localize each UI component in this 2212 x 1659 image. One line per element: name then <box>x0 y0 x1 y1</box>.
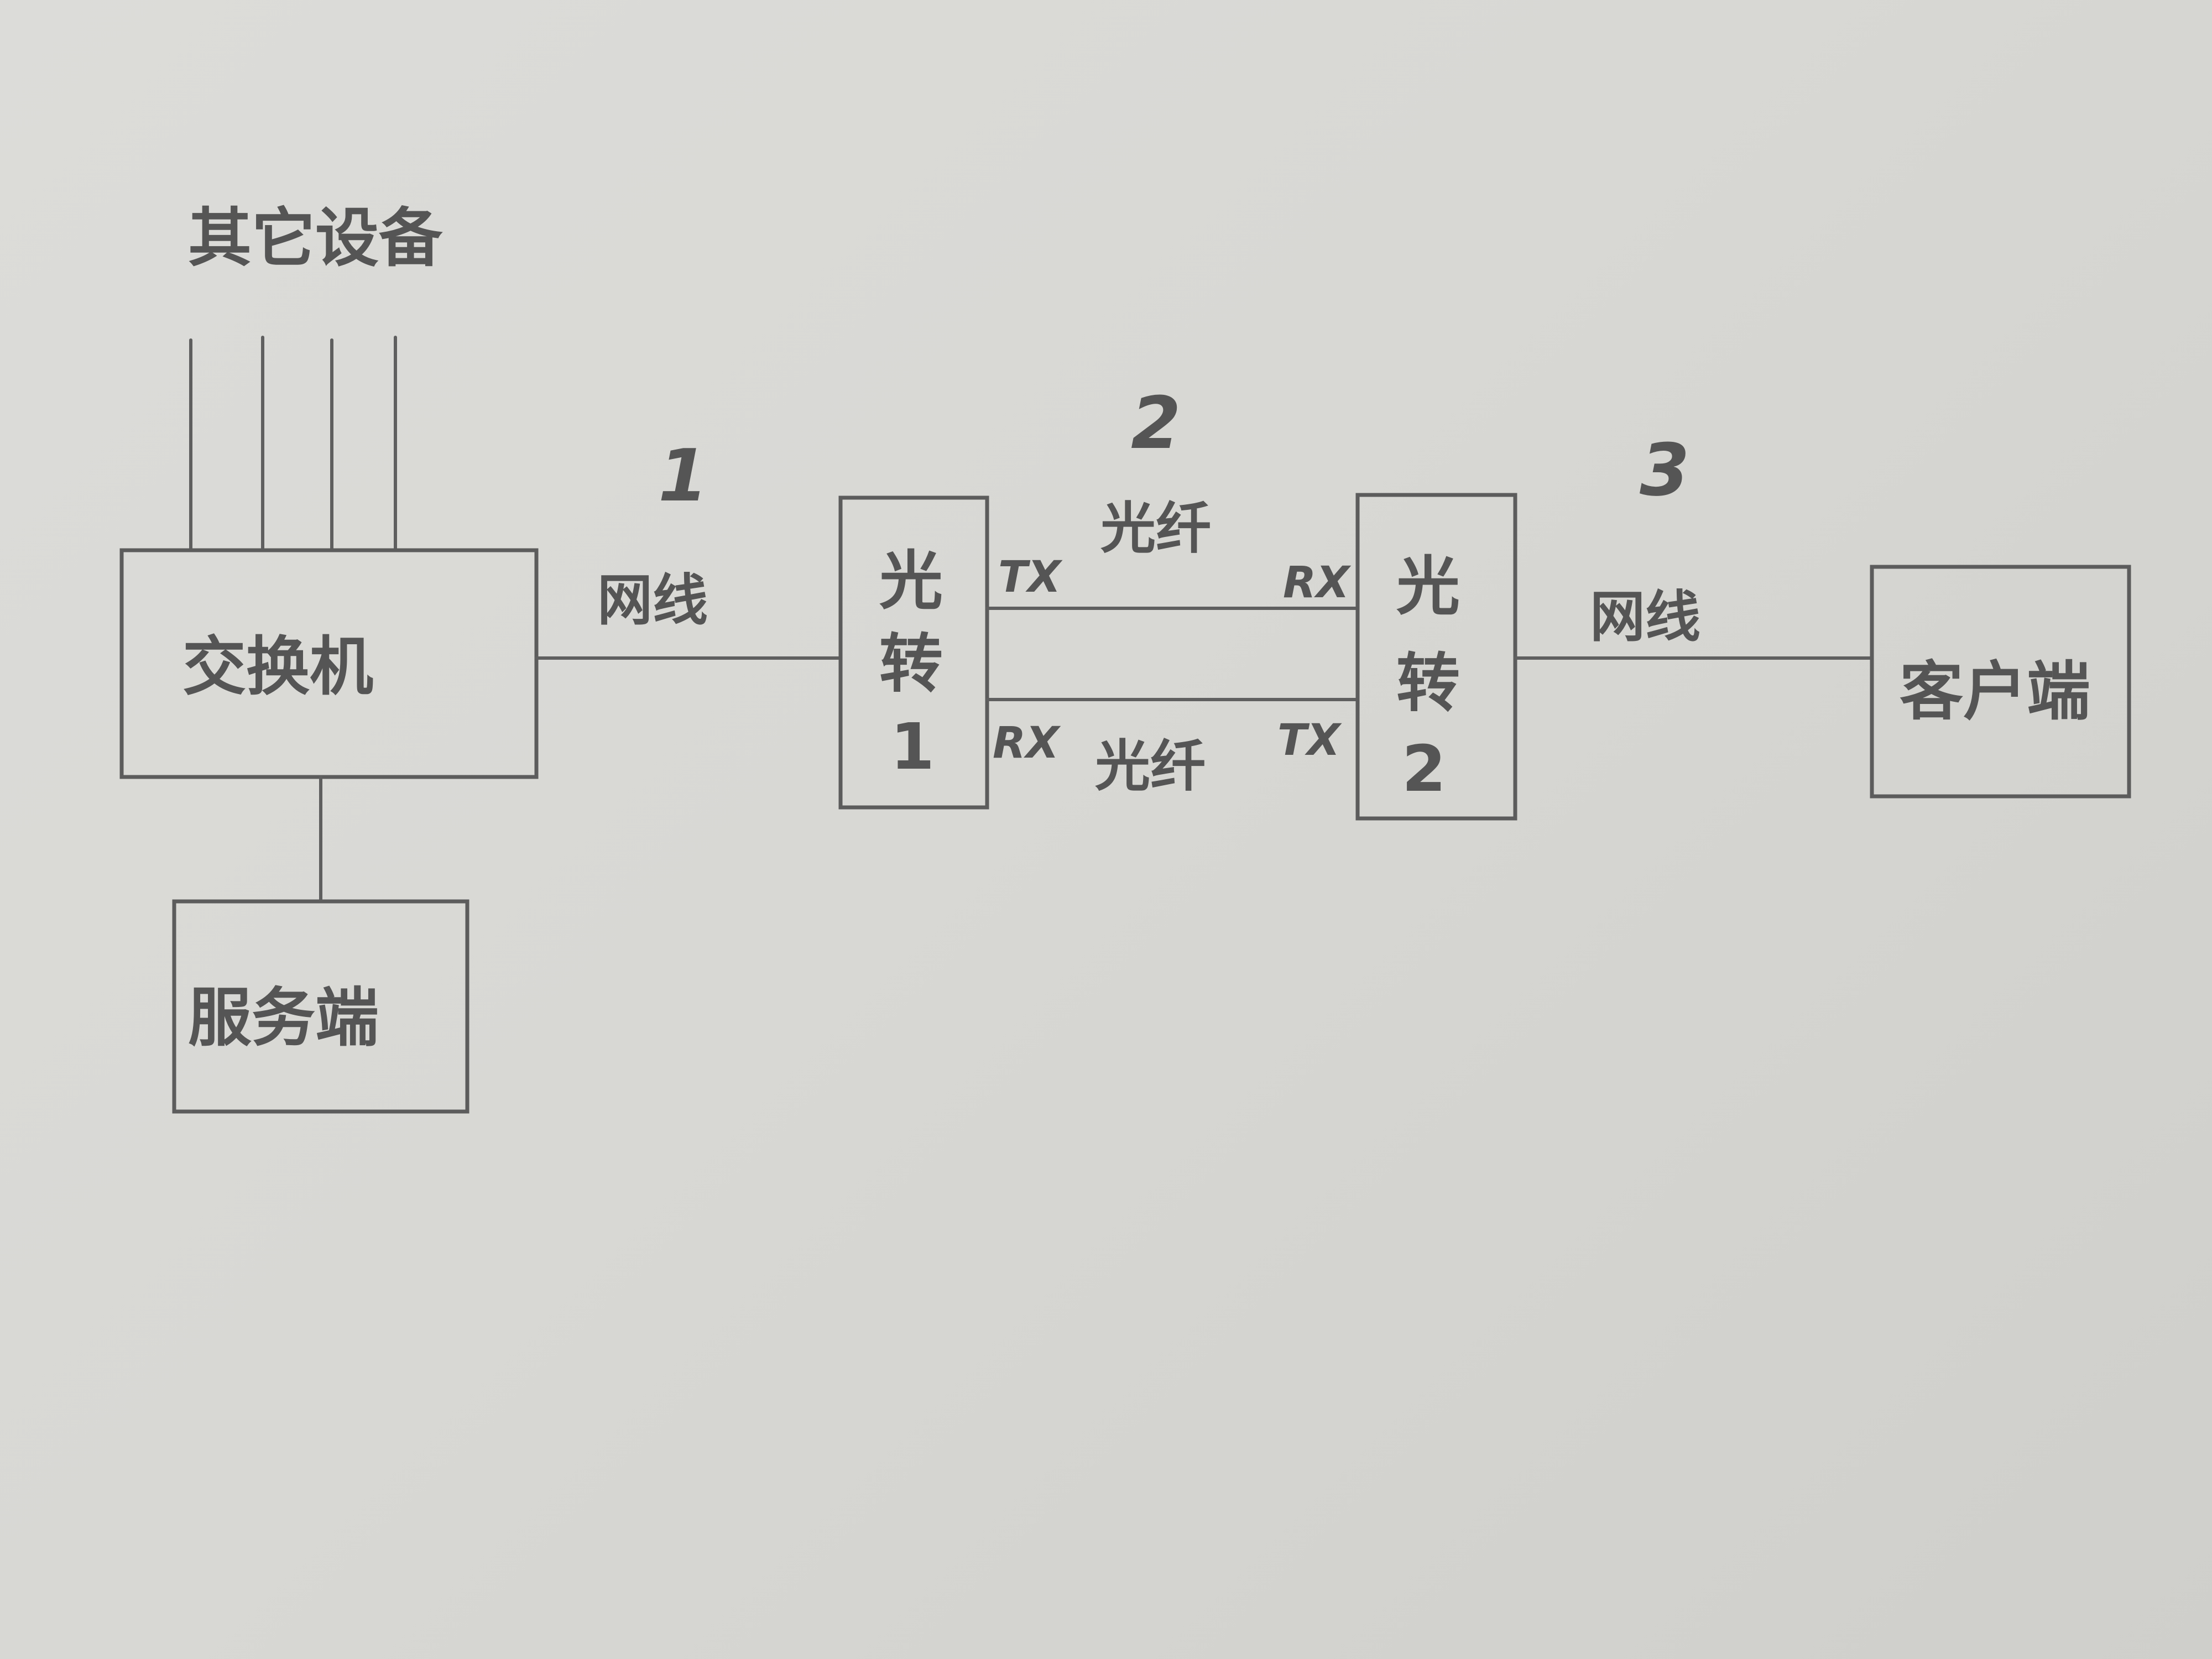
transceiver2-tx-label: TX <box>1277 716 1342 765</box>
fiber-top-label: 光纤 <box>1100 496 1211 561</box>
transceiver2-label-line1: 光 <box>1396 550 1460 624</box>
server-label: 服务端 <box>188 981 379 1055</box>
transceiver2-rx-label: RX <box>1283 558 1352 608</box>
switch-label: 交换机 <box>182 630 373 704</box>
transceiver1-label-line2: 转 <box>879 627 943 701</box>
other-devices-label: 其它设备 <box>188 201 443 275</box>
client-label: 客户端 <box>1900 655 2090 729</box>
client-box <box>1870 565 2131 799</box>
link1-number: 1 <box>658 434 708 518</box>
fiber-bottom-label: 光纤 <box>1095 734 1206 799</box>
transceiver2-label-line3: 2 <box>1402 732 1446 806</box>
switch-box <box>119 548 539 779</box>
transceiver1-label-line1: 光 <box>879 544 943 618</box>
link3-number: 3 <box>1640 428 1689 512</box>
link3-cable-label: 网线 <box>1590 585 1700 649</box>
link2-number: 2 <box>1131 381 1181 465</box>
transceiver1-box <box>838 495 989 810</box>
transceiver2-label-line2: 转 <box>1396 646 1460 721</box>
server-box <box>172 899 469 1114</box>
transceiver1-rx-label: RX <box>993 718 1061 768</box>
transceiver1-label-line3: 1 <box>890 710 935 784</box>
transceiver1-tx-label: TX <box>998 552 1063 602</box>
other-device-lines <box>189 336 397 552</box>
link1-cable-label: 网线 <box>597 568 708 633</box>
